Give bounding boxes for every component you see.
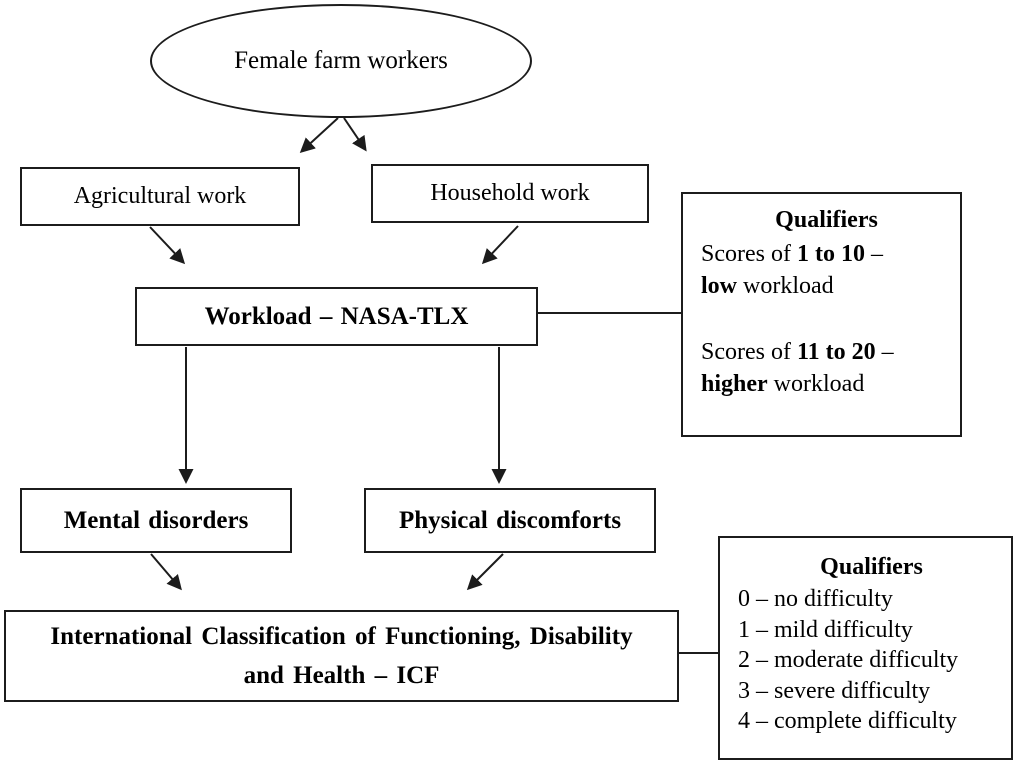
workload-qualifiers-box: Qualifiers Scores of 1 to 10 – low workl… [681, 192, 962, 437]
arrow-agricultural-to-workload [149, 226, 186, 265]
qualifiers-title: Qualifiers [820, 554, 923, 580]
qualifiers-title: Qualifiers [775, 207, 878, 233]
node-label: Physical discomforts [398, 506, 622, 534]
qualifier-item: 1 – mild difficulty [738, 616, 913, 643]
node-female-farm-workers: Female farm workers [150, 4, 532, 118]
node-mental-disorders: Mental disorders [20, 488, 292, 553]
arrow-physical-to-icf [466, 553, 504, 591]
qualifier-line: Scores of 11 to 20 – [701, 339, 894, 365]
arrow-ellipse-to-household [343, 117, 367, 152]
node-label-line2: and Health – ICF [243, 662, 440, 689]
node-workload-nasa-tlx: Workload – NASA-TLX [135, 287, 538, 346]
node-physical-discomforts: Physical discomforts [364, 488, 656, 553]
arrow-household-to-workload [481, 225, 519, 265]
node-label: Household work [430, 180, 590, 206]
node-household-work: Household work [371, 164, 649, 223]
qualifier-line: Scores of 1 to 10 – [701, 241, 883, 267]
qualifier-item: 4 – complete difficulty [738, 708, 957, 734]
node-label: Mental disorders [63, 506, 249, 534]
qualifier-line: higher workload [701, 371, 865, 397]
arrow-mental-to-icf [150, 553, 182, 591]
spacer [701, 302, 952, 336]
qualifier-item: 3 – severe difficulty [738, 677, 931, 704]
node-label-line1: International Classification of Function… [50, 623, 633, 650]
qualifier-item: 2 – moderate difficulty [738, 647, 959, 673]
node-icf: International Classification of Function… [4, 610, 679, 702]
node-label: Agricultural work [73, 183, 247, 209]
qualifier-line: low workload [701, 273, 834, 299]
node-label: Workload – NASA-TLX [204, 302, 469, 330]
arrow-ellipse-to-agricultural [299, 117, 339, 154]
icf-qualifiers-box: Qualifiers 0 – no difficulty 1 – mild di… [718, 536, 1013, 760]
qualifier-item: 0 – no difficulty [738, 586, 893, 612]
node-label: Female farm workers [234, 47, 448, 74]
node-agricultural-work: Agricultural work [20, 167, 300, 226]
